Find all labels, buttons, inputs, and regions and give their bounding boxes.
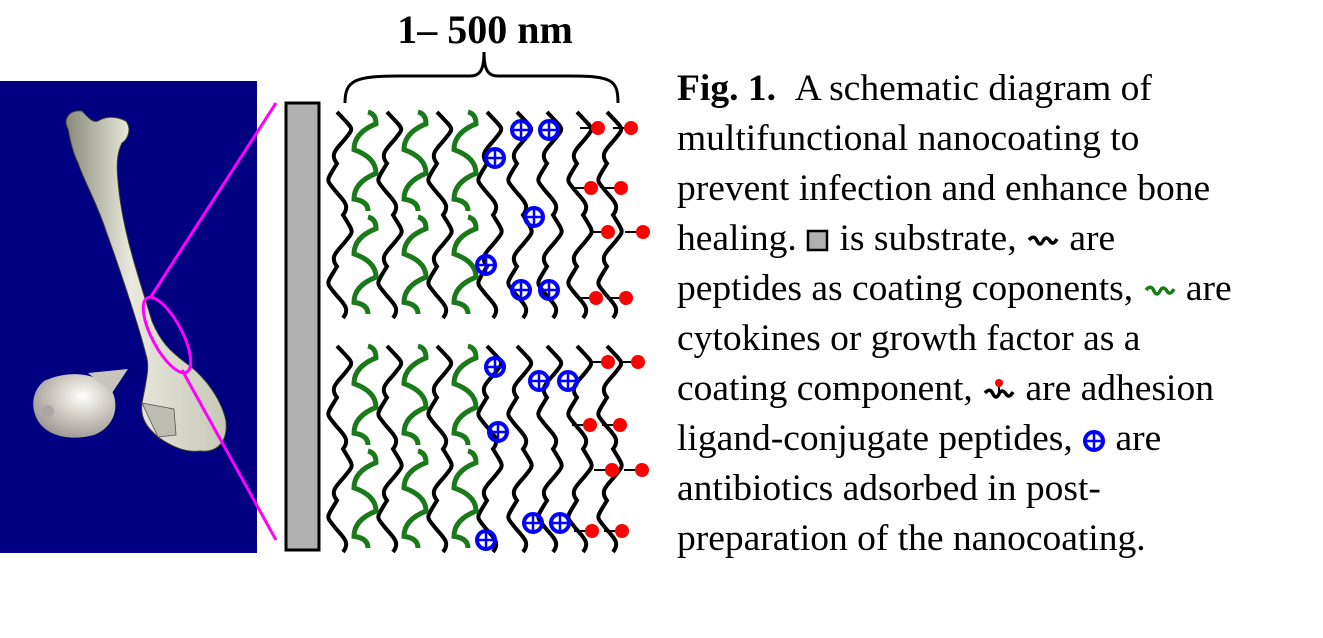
caption-text: ligand-conjugate peptides, (677, 418, 1073, 459)
peptide-chain (326, 110, 354, 320)
caption-text: multifunctional nanocoating to (677, 118, 1140, 159)
antibiotic-marker (522, 512, 544, 534)
caption-text: coating component, (677, 368, 973, 409)
scale-label: 1– 500 nm (397, 7, 573, 52)
peptide-chain (426, 344, 454, 554)
implant-screw-hole (42, 405, 54, 417)
adhesion-ligand-dot (631, 355, 645, 369)
antibiotic-marker (538, 119, 560, 141)
adhesion-ligand-dot (584, 181, 598, 195)
antibiotic-marker (510, 119, 532, 141)
peptide-chain (326, 344, 354, 554)
caption-text: cytokines or growth factor as a (677, 318, 1141, 359)
adhesion-ligand-dot (635, 463, 649, 477)
caption-text: prevent infection and enhance bone (677, 168, 1211, 209)
cytokine-chain (401, 343, 429, 446)
adhesion-ligand-dot (613, 418, 627, 432)
cytokine-chain (451, 343, 479, 446)
figure-caption: Fig. 1. A schematic diagram of multifunc… (677, 64, 1317, 564)
caption-text: peptides as coating coponents, (677, 268, 1134, 309)
cytokine-chain (351, 109, 379, 212)
cytokine-chain (351, 448, 379, 549)
peptide-icon (1027, 235, 1059, 247)
antibiotic-marker (487, 421, 509, 443)
peptide-chain (566, 110, 594, 320)
substrate-icon (806, 230, 829, 252)
antibiotic-marker (510, 279, 532, 301)
caption-text: are (1185, 268, 1232, 309)
antibiotic-marker (557, 370, 579, 392)
antibiotic-marker (484, 356, 506, 378)
adhesion-ligand-dot (589, 291, 603, 305)
caption-text: preparation of the nanocoating. (677, 518, 1146, 559)
peptide-chain (376, 344, 404, 554)
antibiotic-marker (484, 147, 506, 169)
caption-text: healing. (677, 218, 797, 259)
peptide-chain (476, 110, 504, 320)
antibiotic-marker (549, 512, 571, 534)
peptide-chain (596, 344, 624, 554)
antibiotic-marker (475, 529, 497, 551)
antibiotic-marker (538, 279, 560, 301)
adhesion-ligand-icon (983, 379, 1015, 400)
knee-cut (141, 402, 177, 438)
caption-text: are (1115, 418, 1162, 459)
adhesion-ligand-dot (615, 524, 629, 538)
adhesion-ligand-dot (601, 225, 615, 239)
nanocoating-diagram: 1– 500 nm (0, 0, 660, 638)
implant-ball (33, 374, 116, 438)
zoom-line-top (148, 102, 278, 299)
caption-text: antibiotics adsorbed in post- (677, 468, 1101, 509)
cytokine-chain (401, 448, 429, 549)
femur-illustration (33, 110, 227, 452)
peptide-chain (376, 110, 404, 320)
implant-spike (88, 369, 128, 393)
caption-text: are adhesion (1025, 368, 1214, 409)
adhesion-ligand-dot (636, 225, 650, 239)
antibiotic-marker (523, 206, 545, 228)
coating-layers (326, 109, 650, 554)
cytokine-chain (351, 214, 379, 315)
cytokine-icon (1144, 285, 1176, 297)
scale-brace (343, 51, 620, 104)
cytokine-chain (451, 109, 479, 212)
diagram-svg (148, 51, 650, 554)
bone-image-panel (0, 81, 257, 553)
adhesion-ligand-dot (614, 181, 628, 195)
antibiotic-marker (475, 254, 497, 276)
highlight-ellipse (141, 295, 193, 375)
caption-text: is substrate, (839, 218, 1017, 259)
adhesion-ligand-dot (591, 121, 605, 135)
peptide-chain (596, 110, 624, 320)
cytokine-chain (401, 214, 429, 315)
peptide-chain (476, 344, 504, 554)
peptide-chain (506, 110, 534, 320)
cytokine-chain (351, 343, 379, 446)
zoom-line-bottom (180, 369, 278, 541)
substrate (284, 101, 321, 552)
peptide-chain (566, 344, 594, 554)
adhesion-ligand-dot (585, 524, 599, 538)
cytokine-chain (451, 448, 479, 549)
adhesion-ligand-dot (624, 121, 638, 135)
figure-label: Fig. 1. (677, 68, 776, 109)
caption-text: are (1069, 218, 1116, 259)
adhesion-ligand-dot (601, 355, 615, 369)
cytokine-chain (401, 109, 429, 212)
antibiotic-marker (528, 370, 550, 392)
adhesion-ligand-dot (583, 418, 597, 432)
adhesion-ligand-dot (605, 463, 619, 477)
peptide-chain (426, 110, 454, 320)
caption-text: A schematic diagram of (794, 68, 1152, 109)
antibiotic-icon (1083, 430, 1106, 453)
adhesion-ligand-dot (619, 291, 633, 305)
peptide-chain (506, 344, 534, 554)
cytokine-chain (451, 214, 479, 315)
femur-bone (65, 110, 227, 452)
